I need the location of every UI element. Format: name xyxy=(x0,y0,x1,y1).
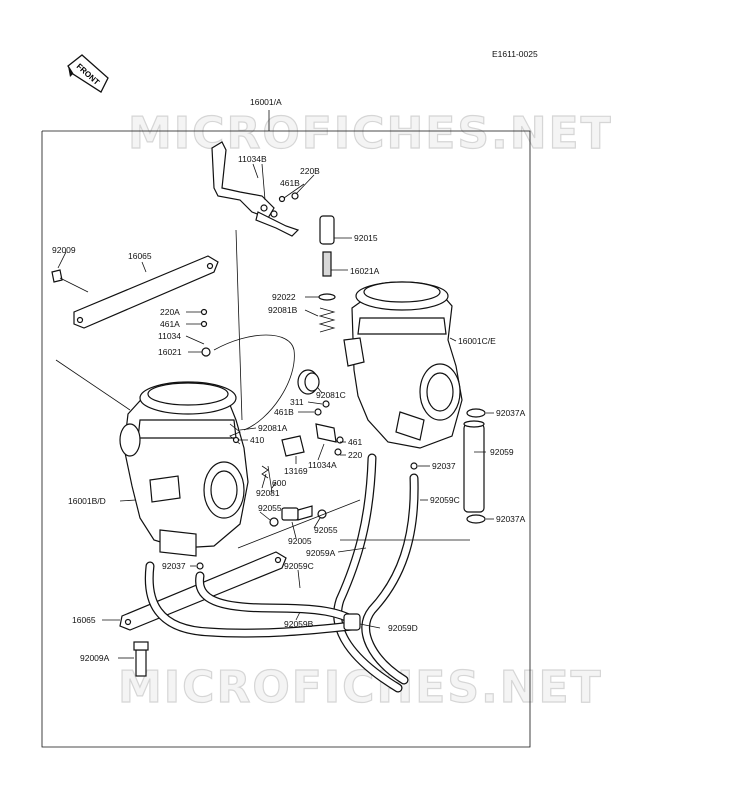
clamp-92037-left xyxy=(196,562,204,570)
label-11034: 11034 xyxy=(158,331,181,341)
screw-600 xyxy=(267,465,273,493)
label-461b-mid: 461B xyxy=(274,407,294,417)
label-92059c-right: 92059C xyxy=(430,495,460,505)
label-13169: 13169 xyxy=(284,466,308,476)
bolt-92009a xyxy=(133,641,149,677)
label-92037-right: 92037 xyxy=(432,461,456,471)
label-92059c-left: 92059C xyxy=(284,561,314,571)
carburetor-left xyxy=(119,381,249,557)
label-92015: 92015 xyxy=(354,233,378,243)
label-16001ce: 16001C/E xyxy=(458,336,496,346)
cable-end-16021 xyxy=(201,347,211,357)
label-461b-top: 461B xyxy=(280,178,300,188)
needle-16021a xyxy=(322,251,332,277)
screw-220b xyxy=(291,192,299,200)
link-rail-top xyxy=(73,255,219,329)
drain-hoses xyxy=(144,453,419,693)
label-92055-right: 92055 xyxy=(314,525,338,535)
carburetor-right xyxy=(343,281,463,449)
spring-92081b xyxy=(318,307,336,333)
cap-92015 xyxy=(319,215,335,245)
washer-461a xyxy=(200,320,208,328)
label-92022: 92022 xyxy=(272,292,296,302)
label-410: 410 xyxy=(250,435,264,445)
label-92037-left: 92037 xyxy=(162,561,186,571)
assembly-frame xyxy=(41,110,531,748)
label-92081c: 92081C xyxy=(316,390,346,400)
plate-13169 xyxy=(281,435,305,457)
label-220: 220 xyxy=(348,450,362,460)
label-92037a-top: 92037A xyxy=(496,408,526,418)
label-92059a: 92059A xyxy=(306,548,336,558)
label-92081b: 92081B xyxy=(268,305,298,315)
bracket-11034a xyxy=(315,423,337,443)
label-16065-top: 16065 xyxy=(128,251,152,261)
throttle-bracket xyxy=(211,141,300,237)
front-arrow-icon: FRONT xyxy=(67,54,109,93)
label-92037a-bottom: 92037A xyxy=(496,514,526,524)
label-92059d: 92059D xyxy=(388,623,418,633)
label-461a: 461A xyxy=(160,319,180,329)
label-600: 600 xyxy=(272,478,286,488)
bolt-92009 xyxy=(51,269,89,293)
label-11034a: 11034A xyxy=(308,460,337,470)
label-92009a: 92009A xyxy=(80,653,110,663)
label-92009: 92009 xyxy=(52,245,76,255)
label-11034b: 11034B xyxy=(238,154,267,164)
label-92059b: 92059B xyxy=(284,619,314,629)
screw-311 xyxy=(322,400,330,408)
spring-92081 xyxy=(261,465,269,479)
label-16065-bottom: 16065 xyxy=(72,615,96,625)
cable-11034 xyxy=(213,334,295,431)
nut-410 xyxy=(232,436,240,444)
label-16001bd: 16001B/D xyxy=(68,496,106,506)
part-labels: 11034B 220B 461B 92015 92009 16065 16021… xyxy=(52,154,526,663)
diagram-code: E1611-0025 xyxy=(492,49,538,59)
label-92059: 92059 xyxy=(490,447,514,457)
watermark-bottom: MICROFICHES.NET xyxy=(118,662,603,713)
washer-461 xyxy=(336,436,344,444)
label-92081a: 92081A xyxy=(258,423,288,433)
watermark-top: MICROFICHES.NET xyxy=(128,108,613,159)
label-311: 311 xyxy=(290,397,304,407)
ring-92022 xyxy=(318,293,336,301)
label-92081: 92081 xyxy=(256,488,280,498)
screw-220a xyxy=(200,308,208,316)
assembly-label: 16001/A xyxy=(250,97,282,107)
leader-lines xyxy=(55,163,494,659)
label-16021a: 16021A xyxy=(350,266,380,276)
boot-92081c xyxy=(297,369,320,395)
screw-220 xyxy=(334,448,342,456)
hose-92059 xyxy=(463,420,485,513)
label-92055-left: 92055 xyxy=(258,503,282,513)
label-16021: 16021 xyxy=(158,347,182,357)
label-461: 461 xyxy=(348,437,362,447)
clamp-92037-right xyxy=(410,462,418,470)
label-220a: 220A xyxy=(160,307,180,317)
clamp-92037a-top xyxy=(466,408,486,418)
ring-92055-left xyxy=(269,517,279,527)
label-220b: 220B xyxy=(300,166,320,176)
clamp-92037a-bottom xyxy=(466,514,486,524)
washer-461b-mid xyxy=(314,408,322,416)
washer-461b-top xyxy=(278,195,286,203)
label-92005: 92005 xyxy=(288,536,312,546)
joint-92005 xyxy=(281,505,313,521)
